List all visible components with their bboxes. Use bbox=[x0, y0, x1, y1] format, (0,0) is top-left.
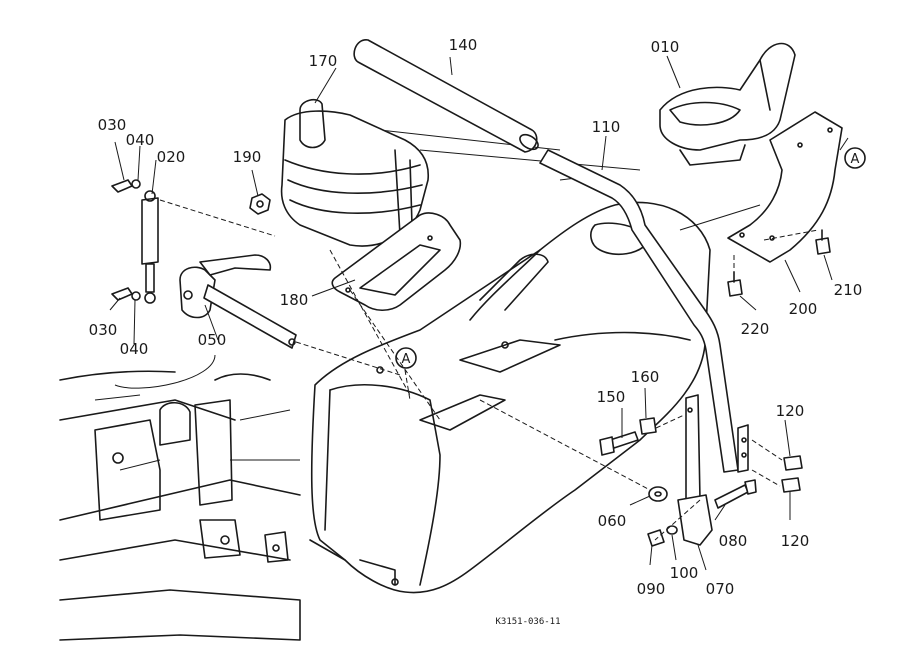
callout-210: 210 bbox=[834, 281, 863, 299]
callout-120-bottom: 120 bbox=[781, 532, 810, 550]
callout-110: 110 bbox=[592, 118, 621, 136]
view-marker-label: A bbox=[851, 152, 860, 167]
part-210-220-bolts bbox=[727, 229, 831, 297]
chassis-frame bbox=[59, 354, 301, 641]
part-150-160-hardware bbox=[599, 417, 657, 456]
callout-060: 060 bbox=[598, 512, 627, 530]
callout-070: 070 bbox=[706, 580, 735, 598]
part-110-handle bbox=[539, 149, 739, 473]
callout-200: 200 bbox=[789, 300, 818, 318]
callout-170: 170 bbox=[309, 52, 338, 70]
leader-lines bbox=[109, 55, 849, 571]
part-200-bracket bbox=[727, 111, 843, 263]
part-190-nut bbox=[249, 193, 271, 215]
callout-020: 020 bbox=[157, 148, 186, 166]
view-marker-a-body: A bbox=[395, 347, 417, 369]
part-120-bolts bbox=[781, 455, 803, 493]
callout-030-top: 030 bbox=[98, 116, 127, 134]
part-060-090-100-hardware bbox=[647, 486, 678, 547]
callout-050: 050 bbox=[198, 331, 227, 349]
callout-180: 180 bbox=[280, 291, 309, 309]
view-marker-label: A bbox=[402, 352, 411, 367]
callout-090: 090 bbox=[637, 580, 666, 598]
part-180-plate bbox=[331, 212, 462, 312]
callout-160: 160 bbox=[631, 368, 660, 386]
part-020-gas-spring bbox=[141, 190, 159, 304]
callouts: 140 170 010 110 030 040 020 190 030 040 … bbox=[89, 36, 863, 598]
part-070-bracket bbox=[677, 394, 749, 546]
part-050-shaft bbox=[179, 254, 297, 349]
part-010-seat bbox=[659, 42, 796, 166]
callout-140: 140 bbox=[449, 36, 478, 54]
callout-190: 190 bbox=[233, 148, 262, 166]
callout-010: 010 bbox=[651, 38, 680, 56]
view-marker-a-seat: A bbox=[844, 147, 866, 169]
callout-030-bottom: 030 bbox=[89, 321, 118, 339]
part-080-bolt bbox=[714, 479, 757, 509]
callout-100: 100 bbox=[670, 564, 699, 582]
part-140-pipe bbox=[353, 39, 539, 153]
callout-080: 080 bbox=[719, 532, 748, 550]
tractor-body bbox=[309, 129, 761, 594]
callout-040-bottom: 040 bbox=[120, 340, 149, 358]
callout-150: 150 bbox=[597, 388, 626, 406]
part-170-boot bbox=[280, 98, 430, 247]
callout-220: 220 bbox=[741, 320, 770, 338]
part-030-040-clips bbox=[111, 179, 141, 301]
callout-120-top: 120 bbox=[776, 402, 805, 420]
reference-code: K3151-036-11 bbox=[495, 617, 560, 627]
callout-040-top: 040 bbox=[126, 131, 155, 149]
